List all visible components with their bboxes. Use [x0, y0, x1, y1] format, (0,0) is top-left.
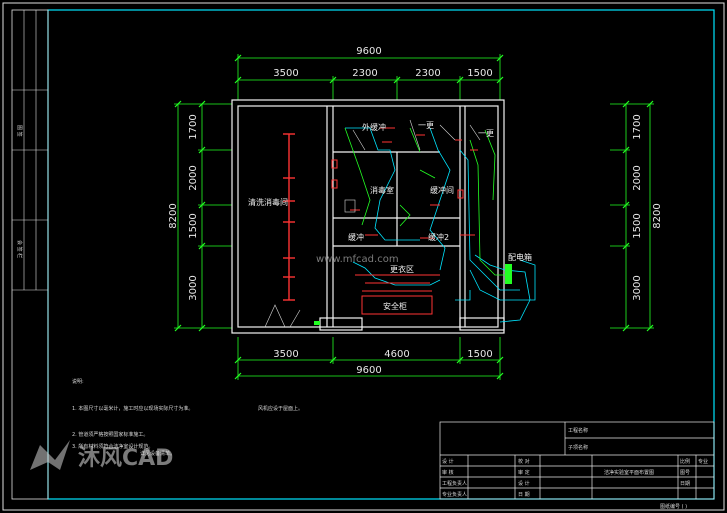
side-strip-label-2: 会 签 栏: [16, 240, 23, 258]
room-safety-cabinet: 安全柜: [383, 301, 407, 311]
green-pipe-lines: [344, 127, 508, 276]
dim-top-seg-4: 1500: [467, 68, 492, 79]
dim-right-total: 8200: [652, 203, 663, 228]
room-corridor-2: 缓冲2: [428, 232, 449, 242]
room-buffer: 缓冲间: [430, 185, 454, 195]
watermark-text: 沐风CAD: [78, 446, 173, 471]
dim-right-seg-1: 1700: [632, 114, 643, 139]
left-side-strip: 图 签 会 签 栏: [11, 9, 49, 500]
dim-top-seg-1: 3500: [273, 68, 298, 79]
dim-left-seg-1: 1700: [188, 114, 199, 139]
room-first-change-right: 一更: [478, 129, 494, 138]
dim-left-seg-4: 3000: [188, 275, 199, 300]
room-pass-box: 配电箱: [508, 252, 532, 262]
bottom-corner-label: 图纸编号 ( ): [660, 503, 687, 510]
dim-top-seg-3: 2300: [415, 68, 440, 79]
room-outer-corridor: 外缓冲: [362, 122, 386, 132]
notes-aside-1: 风机应设于屋面上。: [258, 405, 303, 412]
room-clean-area: 更衣区: [390, 264, 414, 274]
dim-left-seg-2: 2000: [188, 165, 199, 190]
dim-right-seg-3: 1500: [632, 213, 643, 238]
tb-role-2: 审 核: [442, 469, 454, 476]
tb-role-4: 专业负责人: [442, 491, 467, 498]
dim-bottom-seg-3: 1500: [467, 349, 492, 360]
side-strip-label-1: 图 签: [16, 125, 23, 137]
tb-drawing-title: 洁净实验室平面布置图: [604, 469, 654, 476]
tb-corner: 专业: [698, 458, 708, 465]
duct-lines: [345, 127, 536, 323]
room-corridor: 缓冲: [348, 232, 364, 242]
dim-bottom-total: 9600: [356, 365, 381, 376]
dim-top-total: 9600: [356, 46, 381, 57]
dim-bottom-seg-2: 4600: [384, 349, 409, 360]
tb-role2-4: 日 期: [518, 492, 530, 498]
wash-room-fixtures: [283, 133, 295, 301]
notes-aside-2: 详见设备清单。: [140, 450, 175, 457]
dim-top-seg-2: 2300: [352, 68, 377, 79]
room-first-change: 一更: [418, 121, 434, 130]
tb-role2-2: 审 定: [518, 469, 530, 476]
dimension-lines: [174, 54, 654, 380]
dim-right-seg-2: 2000: [632, 165, 643, 190]
floor-plan-walls: [231, 99, 505, 334]
small-cabinet: [344, 199, 356, 213]
notes-line-1: 1. 本图尺寸以毫米计，施工时应以现场实际尺寸为准。: [72, 405, 193, 412]
tb-project: 工程名称: [568, 427, 588, 434]
watermark-logo-icon: [30, 440, 70, 470]
watermark-url: www.mfcad.com: [316, 254, 399, 265]
dim-bottom-seg-1: 3500: [273, 349, 298, 360]
tb-subproject: 子项名称: [568, 444, 588, 451]
tb-role2-1: 校 对: [518, 458, 530, 465]
dim-right-seg-4: 3000: [632, 275, 643, 300]
room-wash: 清洗消毒间: [248, 197, 288, 207]
tb-right-1: 比例: [680, 458, 690, 465]
small-green-fixture: [314, 321, 320, 325]
notes-line-2: 2. 管道须严格按照国家标准施工。: [72, 431, 148, 438]
door-swings: [264, 119, 481, 328]
tb-right-3: 日期: [680, 481, 690, 487]
notes-line-3: 3. 所有材料须符合洁净室设计规范。: [72, 443, 153, 450]
tb-right-2: 图号: [680, 470, 690, 476]
room-disinfect: 消毒室: [370, 185, 394, 195]
tb-role-1: 设 计: [442, 458, 454, 465]
dimension-ticks: [174, 54, 654, 380]
fixtures-red: [331, 127, 478, 315]
tb-role2-3: 设 计: [518, 480, 530, 487]
dim-left-total: 8200: [168, 203, 179, 228]
dim-left-seg-3: 1500: [188, 213, 199, 238]
title-block: [439, 421, 715, 500]
notes-title: 说明:: [72, 378, 84, 385]
pass-box-symbol: [505, 264, 512, 284]
watermark: 沐风CAD: [30, 440, 173, 471]
tb-role-3: 工程负责人: [442, 480, 467, 487]
